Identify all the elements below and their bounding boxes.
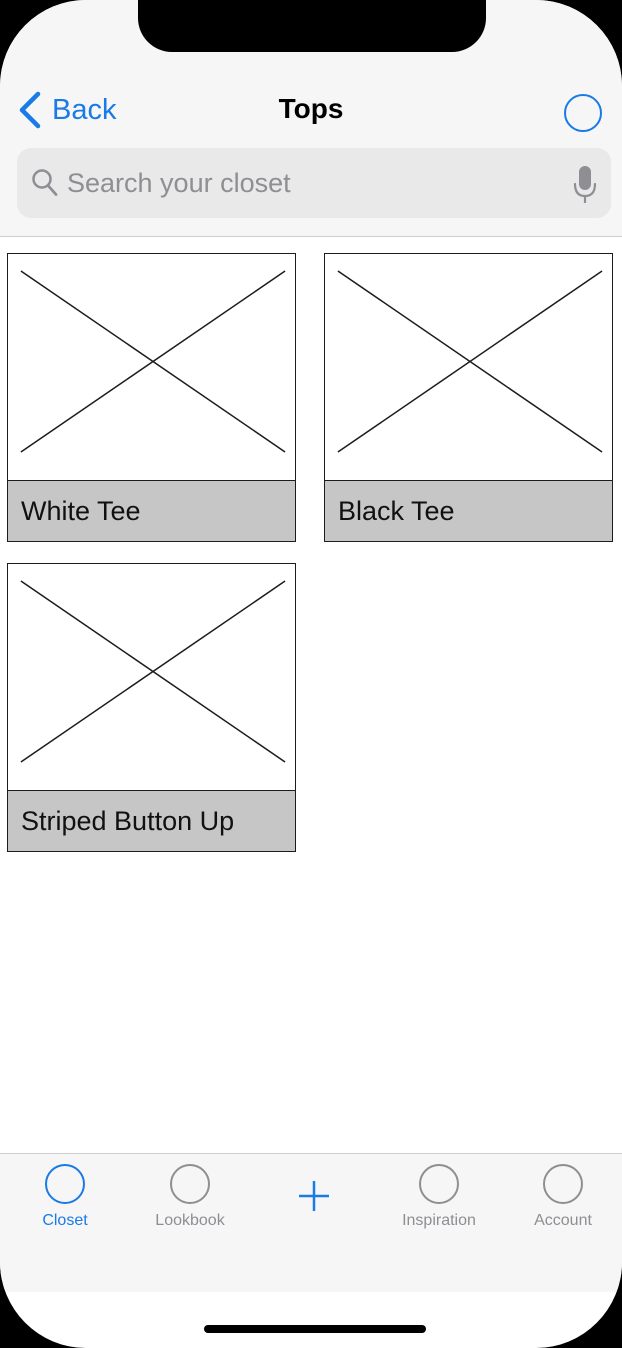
tab-account[interactable]: Account xyxy=(501,1154,622,1254)
tab-add[interactable] xyxy=(252,1154,376,1254)
search-bar[interactable] xyxy=(17,148,611,218)
tab-bar: Closet Lookbook Inspiration Account xyxy=(0,1153,622,1292)
closet-item-card[interactable]: Black Tee xyxy=(324,253,613,542)
chevron-left-icon xyxy=(19,91,41,129)
nav-action-button[interactable] xyxy=(564,94,602,132)
inspiration-tab-icon xyxy=(419,1164,459,1204)
search-input[interactable] xyxy=(67,160,547,206)
tab-label: Account xyxy=(534,1212,592,1229)
back-button[interactable]: Back xyxy=(18,88,116,132)
tab-label: Inspiration xyxy=(402,1212,476,1229)
page-title: Tops xyxy=(278,93,344,124)
plus-icon xyxy=(299,1181,329,1211)
image-placeholder-icon xyxy=(20,580,286,763)
item-label: Striped Button Up xyxy=(8,790,295,851)
back-label: Back xyxy=(52,93,117,126)
device-notch xyxy=(138,0,486,52)
image-placeholder-icon xyxy=(337,270,603,453)
item-label: Black Tee xyxy=(325,480,612,541)
item-label: White Tee xyxy=(8,480,295,541)
tab-closet[interactable]: Closet xyxy=(3,1154,127,1254)
microphone-icon[interactable] xyxy=(572,164,598,206)
tab-label: Lookbook xyxy=(155,1212,225,1229)
account-tab-icon xyxy=(543,1164,583,1204)
image-placeholder-icon xyxy=(20,270,286,453)
search-icon xyxy=(32,169,58,196)
tab-label: Closet xyxy=(42,1212,88,1229)
closet-tab-icon xyxy=(45,1164,85,1204)
closet-item-card[interactable]: Striped Button Up xyxy=(7,563,296,852)
lookbook-tab-icon xyxy=(170,1164,210,1204)
tab-lookbook[interactable]: Lookbook xyxy=(128,1154,252,1254)
home-indicator[interactable] xyxy=(204,1325,426,1333)
tab-inspiration[interactable]: Inspiration xyxy=(377,1154,501,1254)
closet-item-card[interactable]: White Tee xyxy=(7,253,296,542)
